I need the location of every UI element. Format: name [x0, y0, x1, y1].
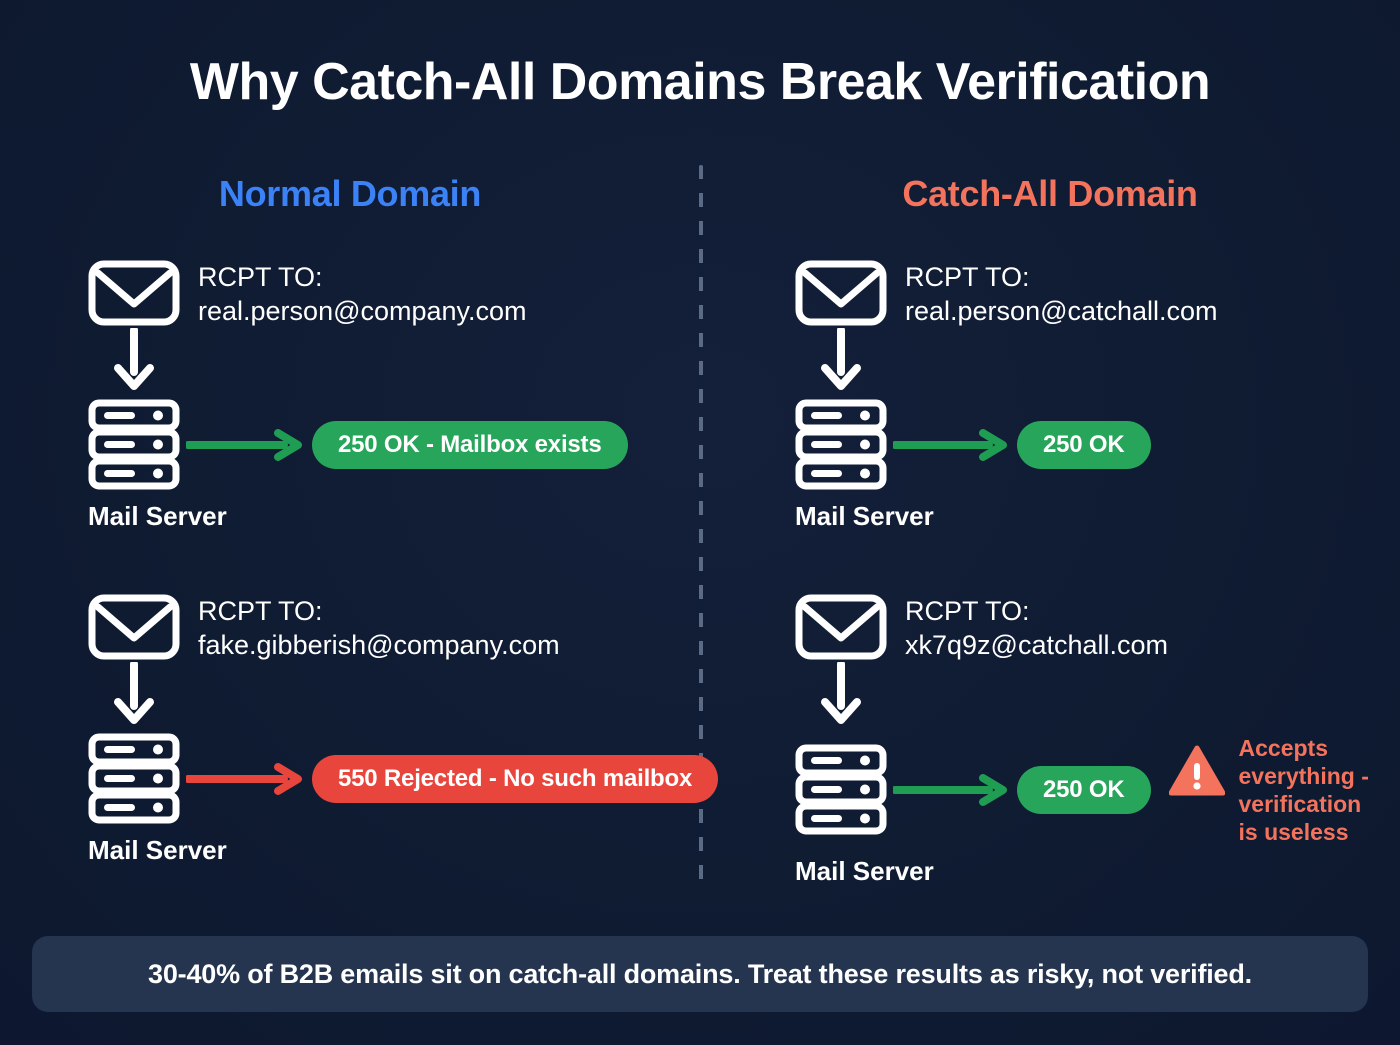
rcpt-text-block: RCPT TO: real.person@catchall.com [905, 258, 1218, 328]
flow-catchall-fake: RCPT TO: xk7q9z@catchall.com [795, 592, 1369, 887]
warning-line-2: everything - [1238, 763, 1369, 790]
rcpt-label: RCPT TO: [905, 262, 1030, 292]
server-label: Mail Server [795, 856, 934, 887]
server-response-row: 250 OK [795, 399, 1218, 491]
warning-line-1: Accepts [1238, 735, 1328, 762]
arrow-down-icon [795, 326, 887, 394]
envelope-row: RCPT TO: real.person@catchall.com [795, 258, 1218, 328]
envelope-row: RCPT TO: xk7q9z@catchall.com [795, 592, 1369, 662]
rcpt-label: RCPT TO: [198, 596, 323, 626]
warning-block: Accepts everything - verification is use… [1168, 733, 1369, 846]
arrow-down-icon [88, 660, 180, 728]
warning-line-3: verification [1238, 791, 1362, 818]
rcpt-address: xk7q9z@catchall.com [905, 630, 1169, 661]
server-rack-icon [795, 744, 887, 836]
rcpt-label: RCPT TO: [905, 596, 1030, 626]
server-rack-icon [88, 733, 180, 825]
footer-text: 30-40% of B2B emails sit on catch-all do… [148, 958, 1252, 989]
warning-text: Accepts everything - verification is use… [1239, 734, 1369, 846]
server-label: Mail Server [795, 501, 934, 532]
column-divider [699, 165, 703, 890]
arrow-right-icon [184, 762, 304, 796]
rcpt-label: RCPT TO: [198, 262, 323, 292]
flow-normal-valid: RCPT TO: real.person@company.com [88, 258, 628, 532]
rcpt-text-block: RCPT TO: xk7q9z@catchall.com [905, 592, 1168, 662]
envelope-row: RCPT TO: fake.gibberish@company.com [88, 592, 718, 662]
rcpt-text-block: RCPT TO: fake.gibberish@company.com [198, 592, 560, 662]
server-label: Mail Server [88, 835, 227, 866]
status-badge-danger: 550 Rejected - No such mailbox [312, 755, 719, 804]
arrow-right-icon [891, 428, 1009, 462]
page-title: Why Catch-All Domains Break Verification [189, 53, 1211, 111]
flow-catchall-valid: RCPT TO: real.person@catchall.com [795, 258, 1218, 532]
arrow-right-icon [184, 428, 304, 462]
arrow-down-icon [88, 326, 180, 394]
server-rack-icon [88, 399, 180, 491]
envelope-row: RCPT TO: real.person@company.com [88, 258, 628, 328]
envelope-icon [795, 594, 887, 660]
envelope-icon [795, 260, 887, 326]
envelope-icon [88, 260, 180, 326]
rcpt-address: real.person@catchall.com [905, 296, 1218, 327]
arrow-down-icon [795, 660, 887, 728]
server-label: Mail Server [88, 501, 227, 532]
server-response-row: 250 OK Accepts everything - verification… [795, 733, 1369, 846]
flow-normal-invalid: RCPT TO: fake.gibberish@company.com [88, 592, 719, 866]
server-response-row: 550 Rejected - No such mailbox [88, 733, 719, 825]
column-header-catchall-domain: Catch-All Domain [902, 173, 1198, 214]
rcpt-address: fake.gibberish@company.com [198, 630, 560, 661]
rcpt-text-block: RCPT TO: real.person@company.com [198, 258, 527, 328]
status-badge-success: 250 OK [1017, 765, 1151, 814]
rcpt-address: real.person@company.com [198, 296, 527, 327]
arrow-right-icon [891, 773, 1009, 807]
status-badge-success: 250 OK [1017, 421, 1151, 470]
warning-triangle-icon [1168, 745, 1226, 797]
server-rack-icon [795, 399, 887, 491]
status-badge-success: 250 OK - Mailbox exists [312, 421, 628, 470]
warning-line-4: is useless [1238, 819, 1349, 846]
server-response-row: 250 OK - Mailbox exists [88, 399, 628, 491]
column-header-normal-domain: Normal Domain [218, 173, 482, 214]
envelope-icon [88, 594, 180, 660]
footer-banner: 30-40% of B2B emails sit on catch-all do… [32, 936, 1368, 1012]
